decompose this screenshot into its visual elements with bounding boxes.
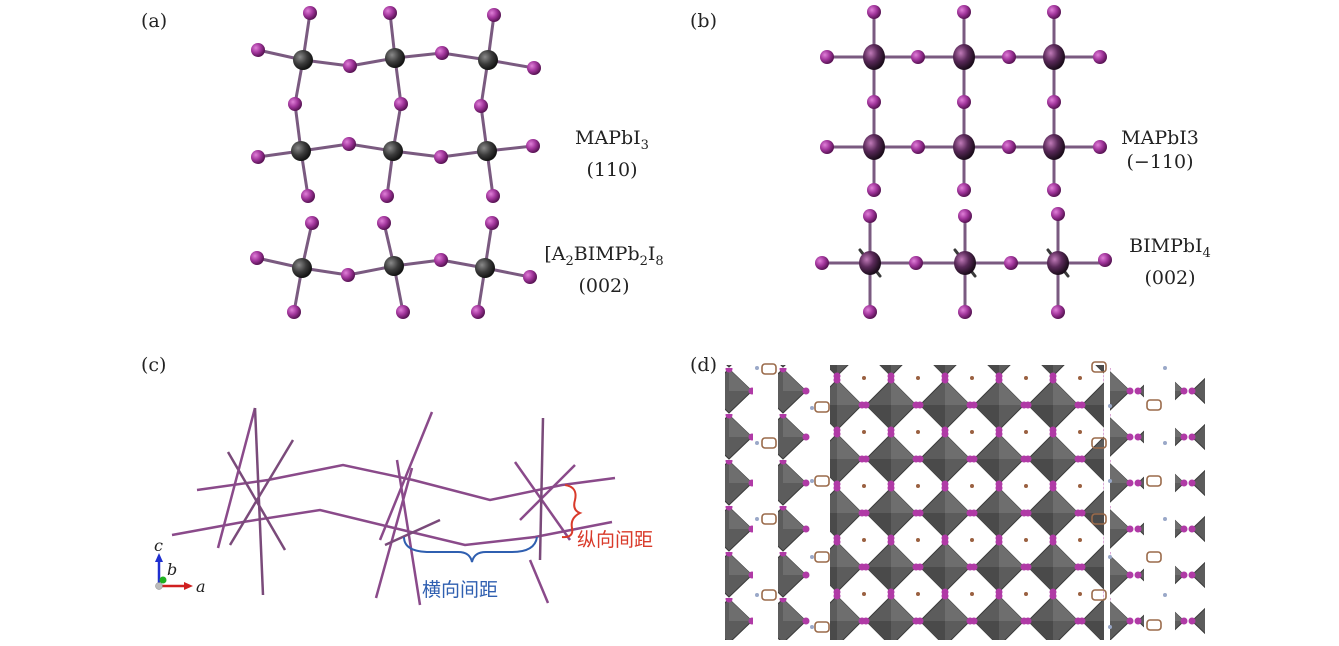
label-b-upper-name: MAPbI3 (1121, 127, 1199, 149)
panel-label-c: (c) (141, 354, 167, 376)
label-a-upper-plane: (110) (586, 158, 638, 181)
vertical-spacing-brace (561, 484, 583, 539)
label-b-lower-sub: 4 (1202, 245, 1211, 261)
axis-triad: c b a (154, 536, 206, 596)
label-a-upper-sub: 3 (640, 137, 649, 153)
vertical-spacing-label: 纵向间距 (577, 529, 653, 551)
label-a-upper-name: MAPbI (575, 127, 641, 149)
organic-spacers (761, 361, 1162, 633)
panel-label-a: (a) (141, 10, 168, 32)
label-a-upper: MAPbI3 (110) (552, 126, 672, 182)
horizontal-spacing-label: 横向间距 (422, 579, 498, 601)
label-b-lower-name: BIMPbI (1129, 235, 1203, 257)
label-a-lower-pre: [A (544, 243, 566, 265)
panel-label-b: (b) (690, 10, 717, 32)
panel-a-atoms (250, 6, 541, 319)
panel-d-structure (725, 361, 1205, 640)
panel-label-d: (d) (690, 354, 717, 376)
axis-label-b: b (167, 560, 177, 579)
label-a-lower-mid: BIMPb (573, 243, 640, 265)
label-a-lower-plane: (002) (578, 274, 630, 297)
label-b-upper-plane: (−110) (1126, 151, 1194, 173)
axis-label-a: a (196, 577, 206, 596)
label-b-lower: BIMPbI4 (002) (1110, 234, 1230, 290)
label-a-lower-sub2: 2 (639, 253, 648, 269)
axis-label-c: c (154, 536, 163, 555)
spacer-small-atoms (755, 366, 1167, 629)
label-b-lower-plane: (002) (1144, 266, 1196, 289)
label-b-upper: MAPbI3 (−110) (1100, 126, 1220, 174)
label-a-lower: [A2BIMPb2I8 (002) (534, 242, 674, 298)
label-a-lower-sub1: 2 (565, 253, 574, 269)
label-a-lower-sub3: 8 (655, 253, 664, 269)
panel-c-lattice (171, 407, 616, 606)
horizontal-spacing-brace (403, 536, 538, 563)
panel-b-atoms (815, 5, 1112, 319)
label-a-lower-mid2: I (647, 243, 656, 265)
